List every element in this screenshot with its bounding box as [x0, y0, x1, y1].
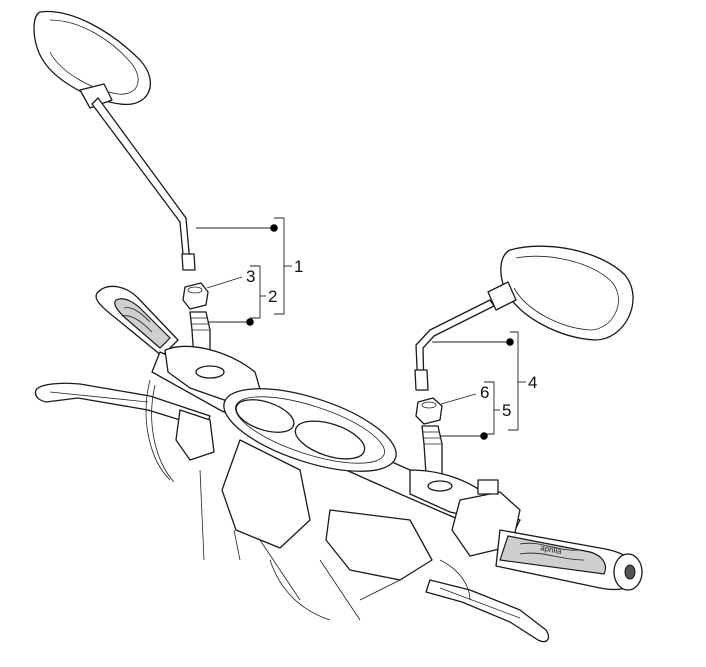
left-grip[interactable] — [95, 285, 179, 357]
right-mirror-nut[interactable] — [415, 397, 443, 425]
right-grip[interactable]: aprilia — [495, 529, 643, 591]
callout-1: 1 — [294, 257, 303, 276]
callout-2: 2 — [268, 287, 277, 306]
right-mirror[interactable] — [487, 245, 634, 341]
instrument-cluster[interactable] — [215, 372, 406, 488]
left-mirror-stem[interactable] — [91, 97, 196, 271]
left-mirror-nut[interactable] — [182, 282, 209, 310]
callout-4: 4 — [528, 373, 537, 392]
callout-3: 3 — [246, 267, 255, 286]
right-mirror-adapter[interactable] — [421, 425, 443, 475]
right-brake-lever[interactable] — [425, 579, 550, 643]
left-mirror[interactable] — [33, 10, 151, 109]
callout-5: 5 — [502, 401, 511, 420]
handlebar-assembly: aprilia — [34, 285, 643, 643]
grip-logo-text: aprilia — [540, 543, 563, 556]
callout-6: 6 — [480, 383, 489, 402]
right-mirror-stem[interactable] — [414, 299, 495, 391]
leader-lines — [196, 217, 526, 440]
